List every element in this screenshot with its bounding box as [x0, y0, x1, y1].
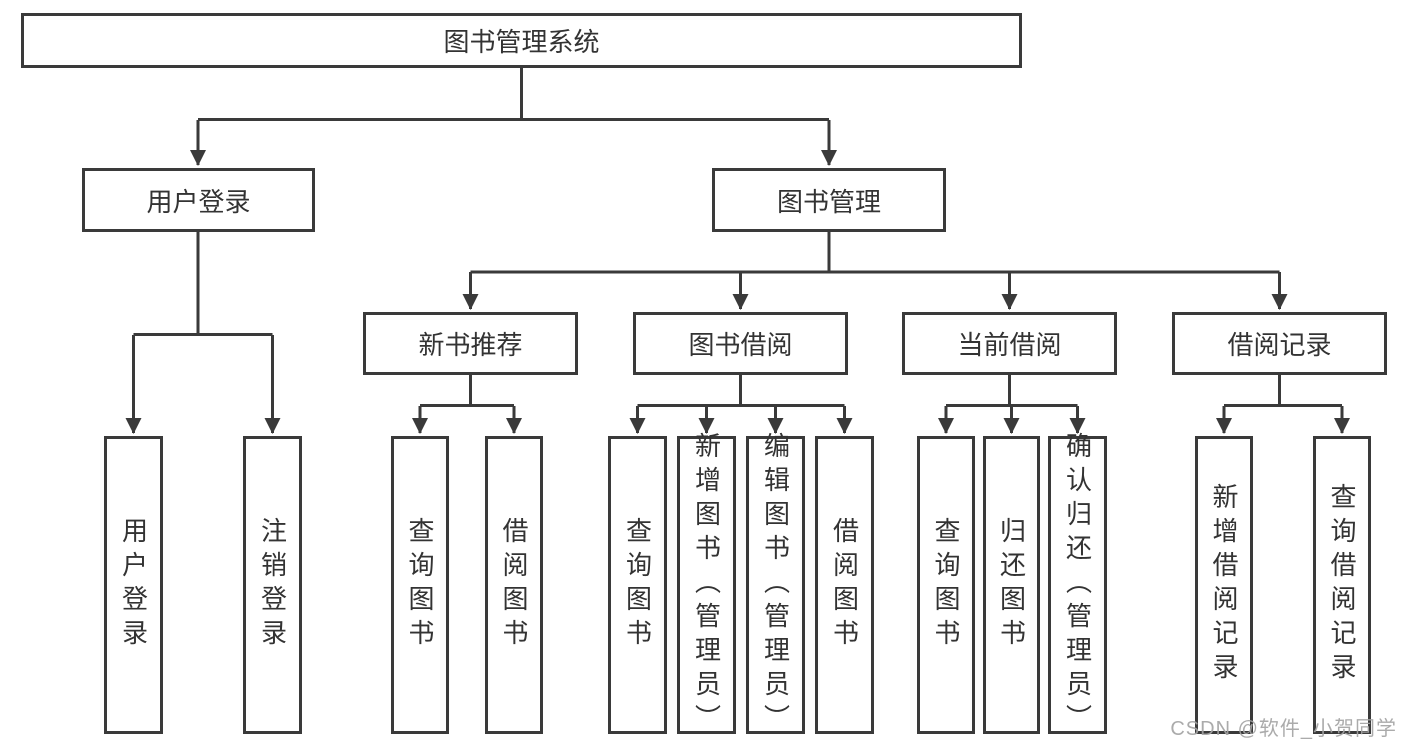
connector-user-login — [133, 232, 273, 336]
leaf-bb-edit-books-admin: 编辑图书（管理员） — [746, 432, 805, 738]
leaf-br-add-record-label: 新增借阅记录 — [1209, 483, 1239, 687]
watermark: CSDN @软件_小贺同学 — [1170, 718, 1397, 740]
node-borrow-records: 借阅记录 — [1172, 312, 1387, 375]
node-root-label: 图书管理系统 — [443, 27, 600, 57]
leaf-user-login: 用户登录 — [104, 436, 163, 734]
leaf-cb-confirm-return-admin: 确认归还（管理员） — [1048, 432, 1107, 738]
node-current-borrow: 当前借阅 — [902, 312, 1117, 375]
connector-new-book — [420, 375, 514, 407]
leaf-cb-query-books: 查询图书 — [917, 436, 975, 734]
leaf-nb-borrow-books-label: 借阅图书 — [499, 517, 529, 653]
connector-book-management — [470, 232, 1280, 274]
leaf-bb-add-books-admin-label: 新增图书（管理员） — [691, 432, 722, 738]
leaf-user-login-label: 用户登录 — [118, 517, 149, 653]
leaf-bb-borrow-books-label: 借阅图书 — [829, 517, 860, 653]
leaf-bb-query-books-label: 查询图书 — [622, 517, 653, 653]
leaf-cb-query-books-label: 查询图书 — [931, 517, 961, 653]
connector-book-borrow — [637, 375, 845, 407]
leaf-br-query-record: 查询借阅记录 — [1313, 436, 1371, 734]
leaf-bb-edit-books-admin-label: 编辑图书（管理员） — [760, 432, 791, 738]
node-root: 图书管理系统 — [21, 13, 1022, 68]
leaf-logout-label: 注销登录 — [257, 517, 288, 653]
leaf-cb-return-books-label: 归还图书 — [996, 517, 1027, 653]
node-book-borrow: 图书借阅 — [633, 312, 848, 375]
leaf-cb-confirm-return-admin-label: 确认归还（管理员） — [1062, 432, 1093, 738]
leaf-br-query-record-label: 查询借阅记录 — [1327, 483, 1357, 687]
node-book-management-label: 图书管理 — [776, 186, 881, 217]
connector-borrow-records — [1224, 375, 1342, 407]
leaf-nb-query-books-label: 查询图书 — [405, 517, 435, 653]
leaf-bb-add-books-admin: 新增图书（管理员） — [677, 432, 736, 738]
node-user-login: 用户登录 — [82, 168, 315, 232]
node-book-borrow-label: 图书借阅 — [688, 330, 793, 360]
connector-current-borrow — [946, 375, 1078, 407]
node-book-management: 图书管理 — [712, 168, 946, 232]
leaf-logout: 注销登录 — [243, 436, 302, 734]
node-user-login-label: 用户登录 — [146, 186, 251, 217]
leaf-bb-query-books: 查询图书 — [608, 436, 667, 734]
node-current-borrow-label: 当前借阅 — [957, 330, 1062, 360]
leaf-nb-query-books: 查询图书 — [391, 436, 449, 734]
node-new-book-recommend-label: 新书推荐 — [418, 330, 523, 360]
connector-root — [198, 66, 829, 121]
node-new-book-recommend: 新书推荐 — [363, 312, 578, 375]
node-borrow-records-label: 借阅记录 — [1227, 330, 1332, 360]
leaf-cb-return-books: 归还图书 — [983, 436, 1040, 734]
leaf-bb-borrow-books: 借阅图书 — [815, 436, 874, 734]
leaf-nb-borrow-books: 借阅图书 — [485, 436, 543, 734]
leaf-br-add-record: 新增借阅记录 — [1195, 436, 1253, 734]
